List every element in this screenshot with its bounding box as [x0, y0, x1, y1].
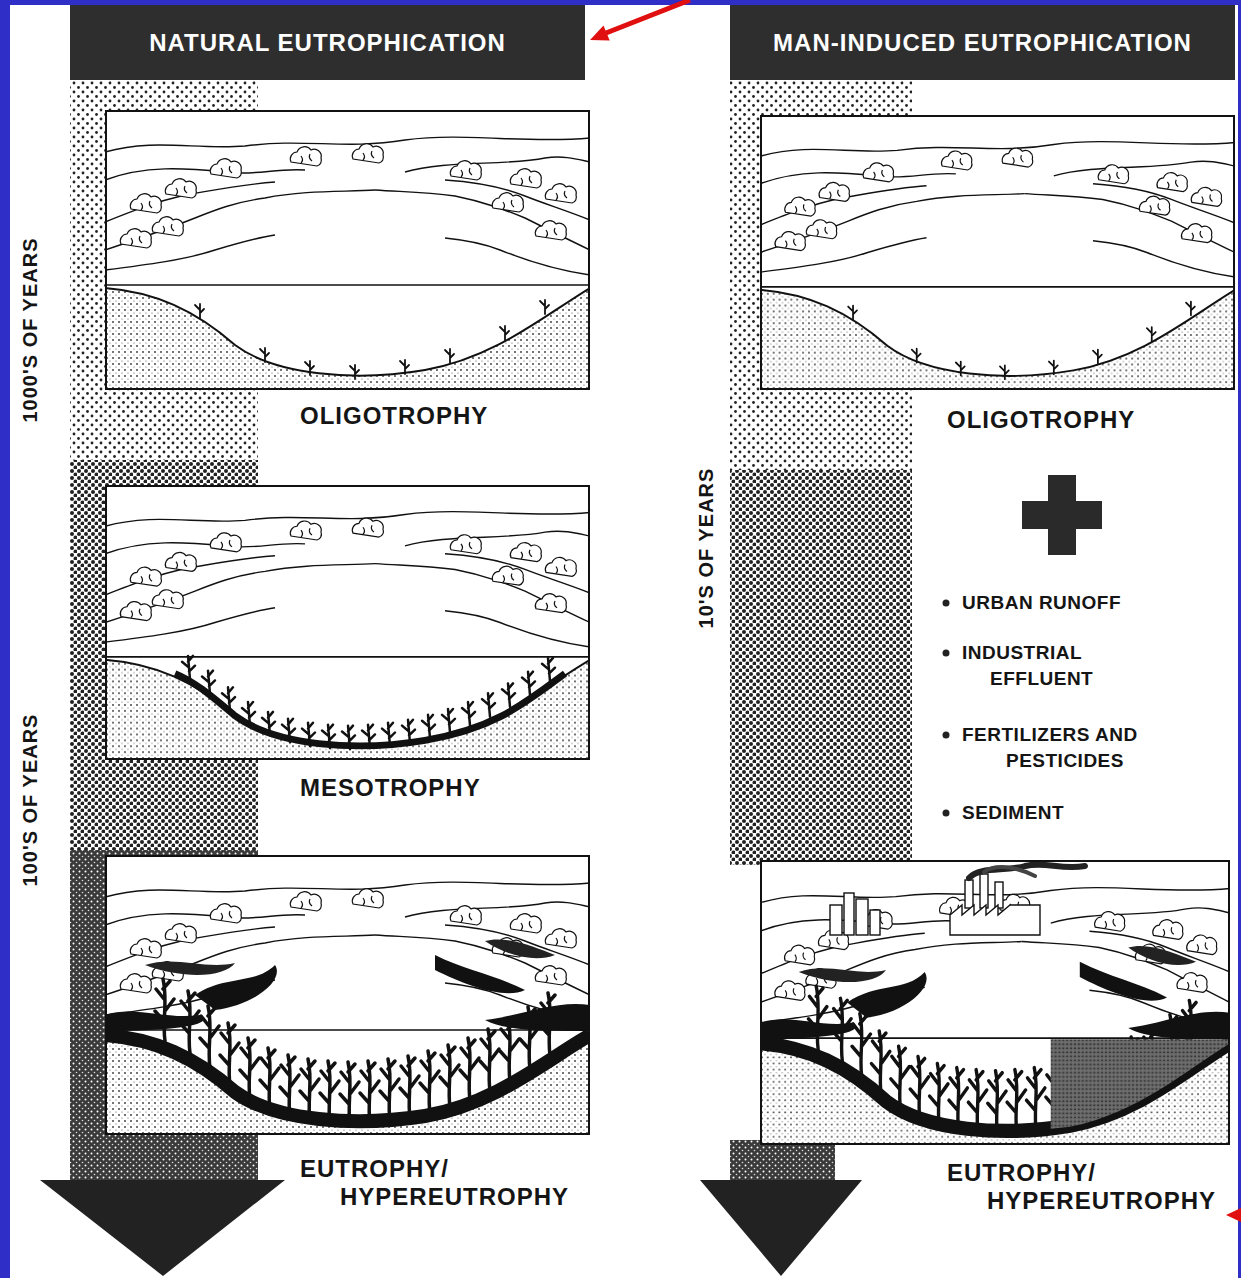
illustration-part — [1051, 1039, 1230, 1129]
illustration-part — [590, 26, 610, 41]
time-scale-label: 1000'S OF YEARS — [19, 237, 41, 422]
illustration-part — [995, 882, 1003, 908]
illustration-part — [730, 1140, 835, 1180]
illustration-part — [856, 899, 868, 935]
illustration-part — [848, 302, 1195, 380]
illustration-part — [175, 656, 565, 749]
illustration-part — [950, 905, 1040, 935]
illustration-part — [870, 910, 880, 935]
time-scale-label: 100'S OF YEARS — [19, 714, 41, 887]
input-list-item: FERTILIZERS AND PESTICIDES — [962, 722, 1177, 774]
illustration-part — [760, 115, 1235, 390]
illustration-part — [195, 300, 549, 379]
input-list-item: URBAN RUNOFF — [962, 590, 1121, 616]
illustration-part — [984, 867, 1035, 876]
stage-label: MESOTROPHY — [300, 774, 481, 802]
illustration-part — [1226, 1208, 1241, 1222]
heading-bar: NATURAL EUTROPHICATION — [70, 5, 585, 80]
heading-text: NATURAL EUTROPHICATION — [149, 29, 506, 57]
illustration-part — [105, 485, 590, 760]
lake-panel: EUTROPHY/ HYPEREUTROPHY — [760, 860, 1230, 1145]
stage-label: EUTROPHY/ HYPEREUTROPHY — [300, 1155, 590, 1211]
illustration-part — [760, 860, 1230, 1145]
illustration-part — [943, 600, 950, 607]
illustration-part — [105, 939, 590, 1124]
illustration-part — [943, 810, 950, 817]
illustration-part — [730, 470, 912, 865]
lake-panel: EUTROPHY/ HYPEREUTROPHY — [105, 855, 590, 1135]
illustration-part — [760, 946, 1230, 1134]
illustration-part — [105, 855, 590, 1135]
illustration-part — [1022, 501, 1102, 529]
stage-label: OLIGOTROPHY — [300, 402, 488, 430]
lake-panel: OLIGOTROPHY — [105, 110, 590, 390]
illustration-part — [700, 1180, 862, 1276]
input-list-item: SEDIMENT — [962, 800, 1064, 826]
illustration-part — [969, 864, 1085, 878]
time-scale-label: 10'S OF YEARS — [695, 468, 717, 629]
stage-label: EUTROPHY/ HYPEREUTROPHY — [947, 1159, 1227, 1215]
lake-panel: OLIGOTROPHY — [760, 115, 1235, 390]
input-list-item: INDUSTRIAL EFFLUENT — [962, 640, 1132, 692]
illustration-part — [965, 880, 973, 908]
illustration-part — [10, 5, 1238, 1278]
illustration-part — [943, 732, 950, 739]
illustration-part — [606, 0, 690, 33]
stage-label: OLIGOTROPHY — [947, 406, 1135, 434]
heading-text: MAN-INDUCED EUTROPHICATION — [773, 29, 1192, 57]
illustration-part — [40, 1180, 285, 1276]
illustration-part — [844, 893, 854, 935]
heading-bar: MAN-INDUCED EUTROPHICATION — [730, 5, 1235, 80]
illustration-part — [980, 874, 988, 908]
lake-panel: MESOTROPHY — [105, 485, 590, 760]
illustration-part — [105, 110, 590, 390]
illustration-part — [830, 874, 1040, 935]
illustration-part — [943, 650, 950, 657]
illustration-part — [830, 905, 842, 935]
